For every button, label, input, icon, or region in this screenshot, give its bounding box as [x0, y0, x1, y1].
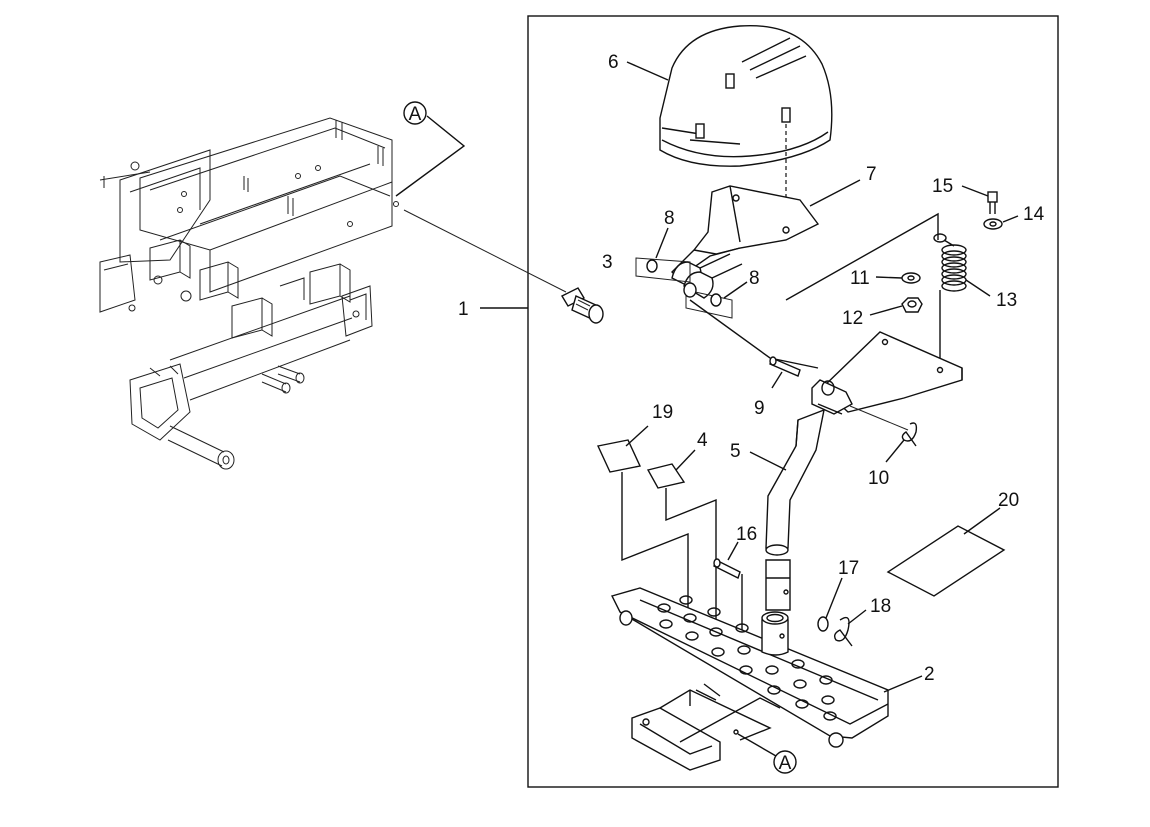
part-clip-18	[833, 616, 853, 647]
part-washer-11	[901, 272, 921, 284]
leader-10	[885, 439, 905, 463]
reference-marker-a-bottom: A	[773, 750, 797, 774]
callout-8b: 8	[749, 268, 760, 289]
leader-6	[626, 61, 669, 81]
leader-19	[625, 425, 649, 447]
callout-9: 9	[754, 398, 765, 419]
leader-8b	[723, 281, 748, 299]
part-spacer-8	[635, 257, 733, 319]
detail-frame	[527, 15, 1059, 788]
part-bolt-15	[987, 191, 998, 214]
callout-6: 6	[608, 52, 619, 73]
part-seat-plate	[811, 331, 963, 415]
part-bolt-3	[561, 287, 604, 324]
leader-4	[675, 449, 696, 471]
leader-9	[771, 371, 783, 389]
leader-8a	[655, 227, 669, 259]
leader-bolt-to-frame	[403, 209, 567, 293]
callout-7: 7	[866, 164, 877, 185]
leader-12	[869, 305, 903, 316]
callout-5: 5	[730, 441, 741, 462]
callout-labels: 1 2 3 4 5 6 7 8 8 9 10 11 12 13 14 15 16…	[458, 52, 1045, 685]
leader-2	[883, 675, 923, 693]
marker-a-bottom-label: A	[779, 753, 792, 774]
leader-20	[963, 507, 1001, 535]
guide-clevis-to-clip	[849, 405, 909, 431]
callout-12: 12	[842, 308, 863, 329]
callout-18: 18	[870, 596, 891, 617]
callout-15: 15	[932, 176, 953, 197]
callout-11: 11	[850, 268, 870, 289]
callout-1: 1	[458, 299, 469, 320]
callout-13: 13	[996, 290, 1017, 311]
part-seat-stem-5	[765, 408, 825, 611]
leader-15	[961, 185, 989, 197]
part-nut-12	[901, 297, 923, 313]
leader-18	[847, 609, 867, 625]
callout-3: 3	[602, 252, 613, 273]
callout-8a: 8	[664, 208, 675, 229]
leader-17	[825, 577, 843, 619]
leader-14	[1002, 215, 1019, 223]
part-step-2	[610, 587, 889, 771]
part-washer-14	[983, 218, 1003, 230]
callout-19: 19	[652, 402, 673, 423]
callout-20: 20	[998, 490, 1019, 511]
callout-17: 17	[838, 558, 859, 579]
part-decal-4	[646, 463, 686, 489]
callout-10: 10	[868, 468, 889, 489]
marker-a-top-label: A	[409, 104, 422, 125]
leader-16	[727, 541, 739, 561]
part-pin-9	[769, 356, 801, 377]
part-washer-17	[817, 616, 829, 632]
callout-14: 14	[1023, 204, 1045, 225]
part-pin-16	[713, 558, 741, 579]
callout-2: 2	[924, 664, 935, 685]
guide-decal-19	[621, 472, 689, 640]
tractor-frame-assembly	[99, 117, 399, 470]
callout-4: 4	[697, 430, 708, 451]
guide-hinge-to-pin	[689, 299, 819, 369]
leader-11	[875, 276, 903, 279]
leader-a-bottom	[737, 733, 777, 757]
part-seat-cover-6	[659, 24, 833, 167]
part-decal-19	[596, 439, 642, 473]
leader-7	[809, 179, 861, 207]
callout-16: 16	[736, 524, 757, 545]
part-clip-10	[901, 422, 918, 447]
reference-marker-a-top: A	[403, 101, 427, 125]
part-seat-bracket-7	[671, 185, 820, 299]
leader-5	[749, 451, 787, 471]
part-decal-20	[886, 525, 1006, 597]
leader-a-top	[395, 115, 466, 197]
part-spring-13	[933, 233, 967, 292]
leader-13	[965, 279, 991, 297]
guide-seat-to-spring	[785, 212, 939, 301]
